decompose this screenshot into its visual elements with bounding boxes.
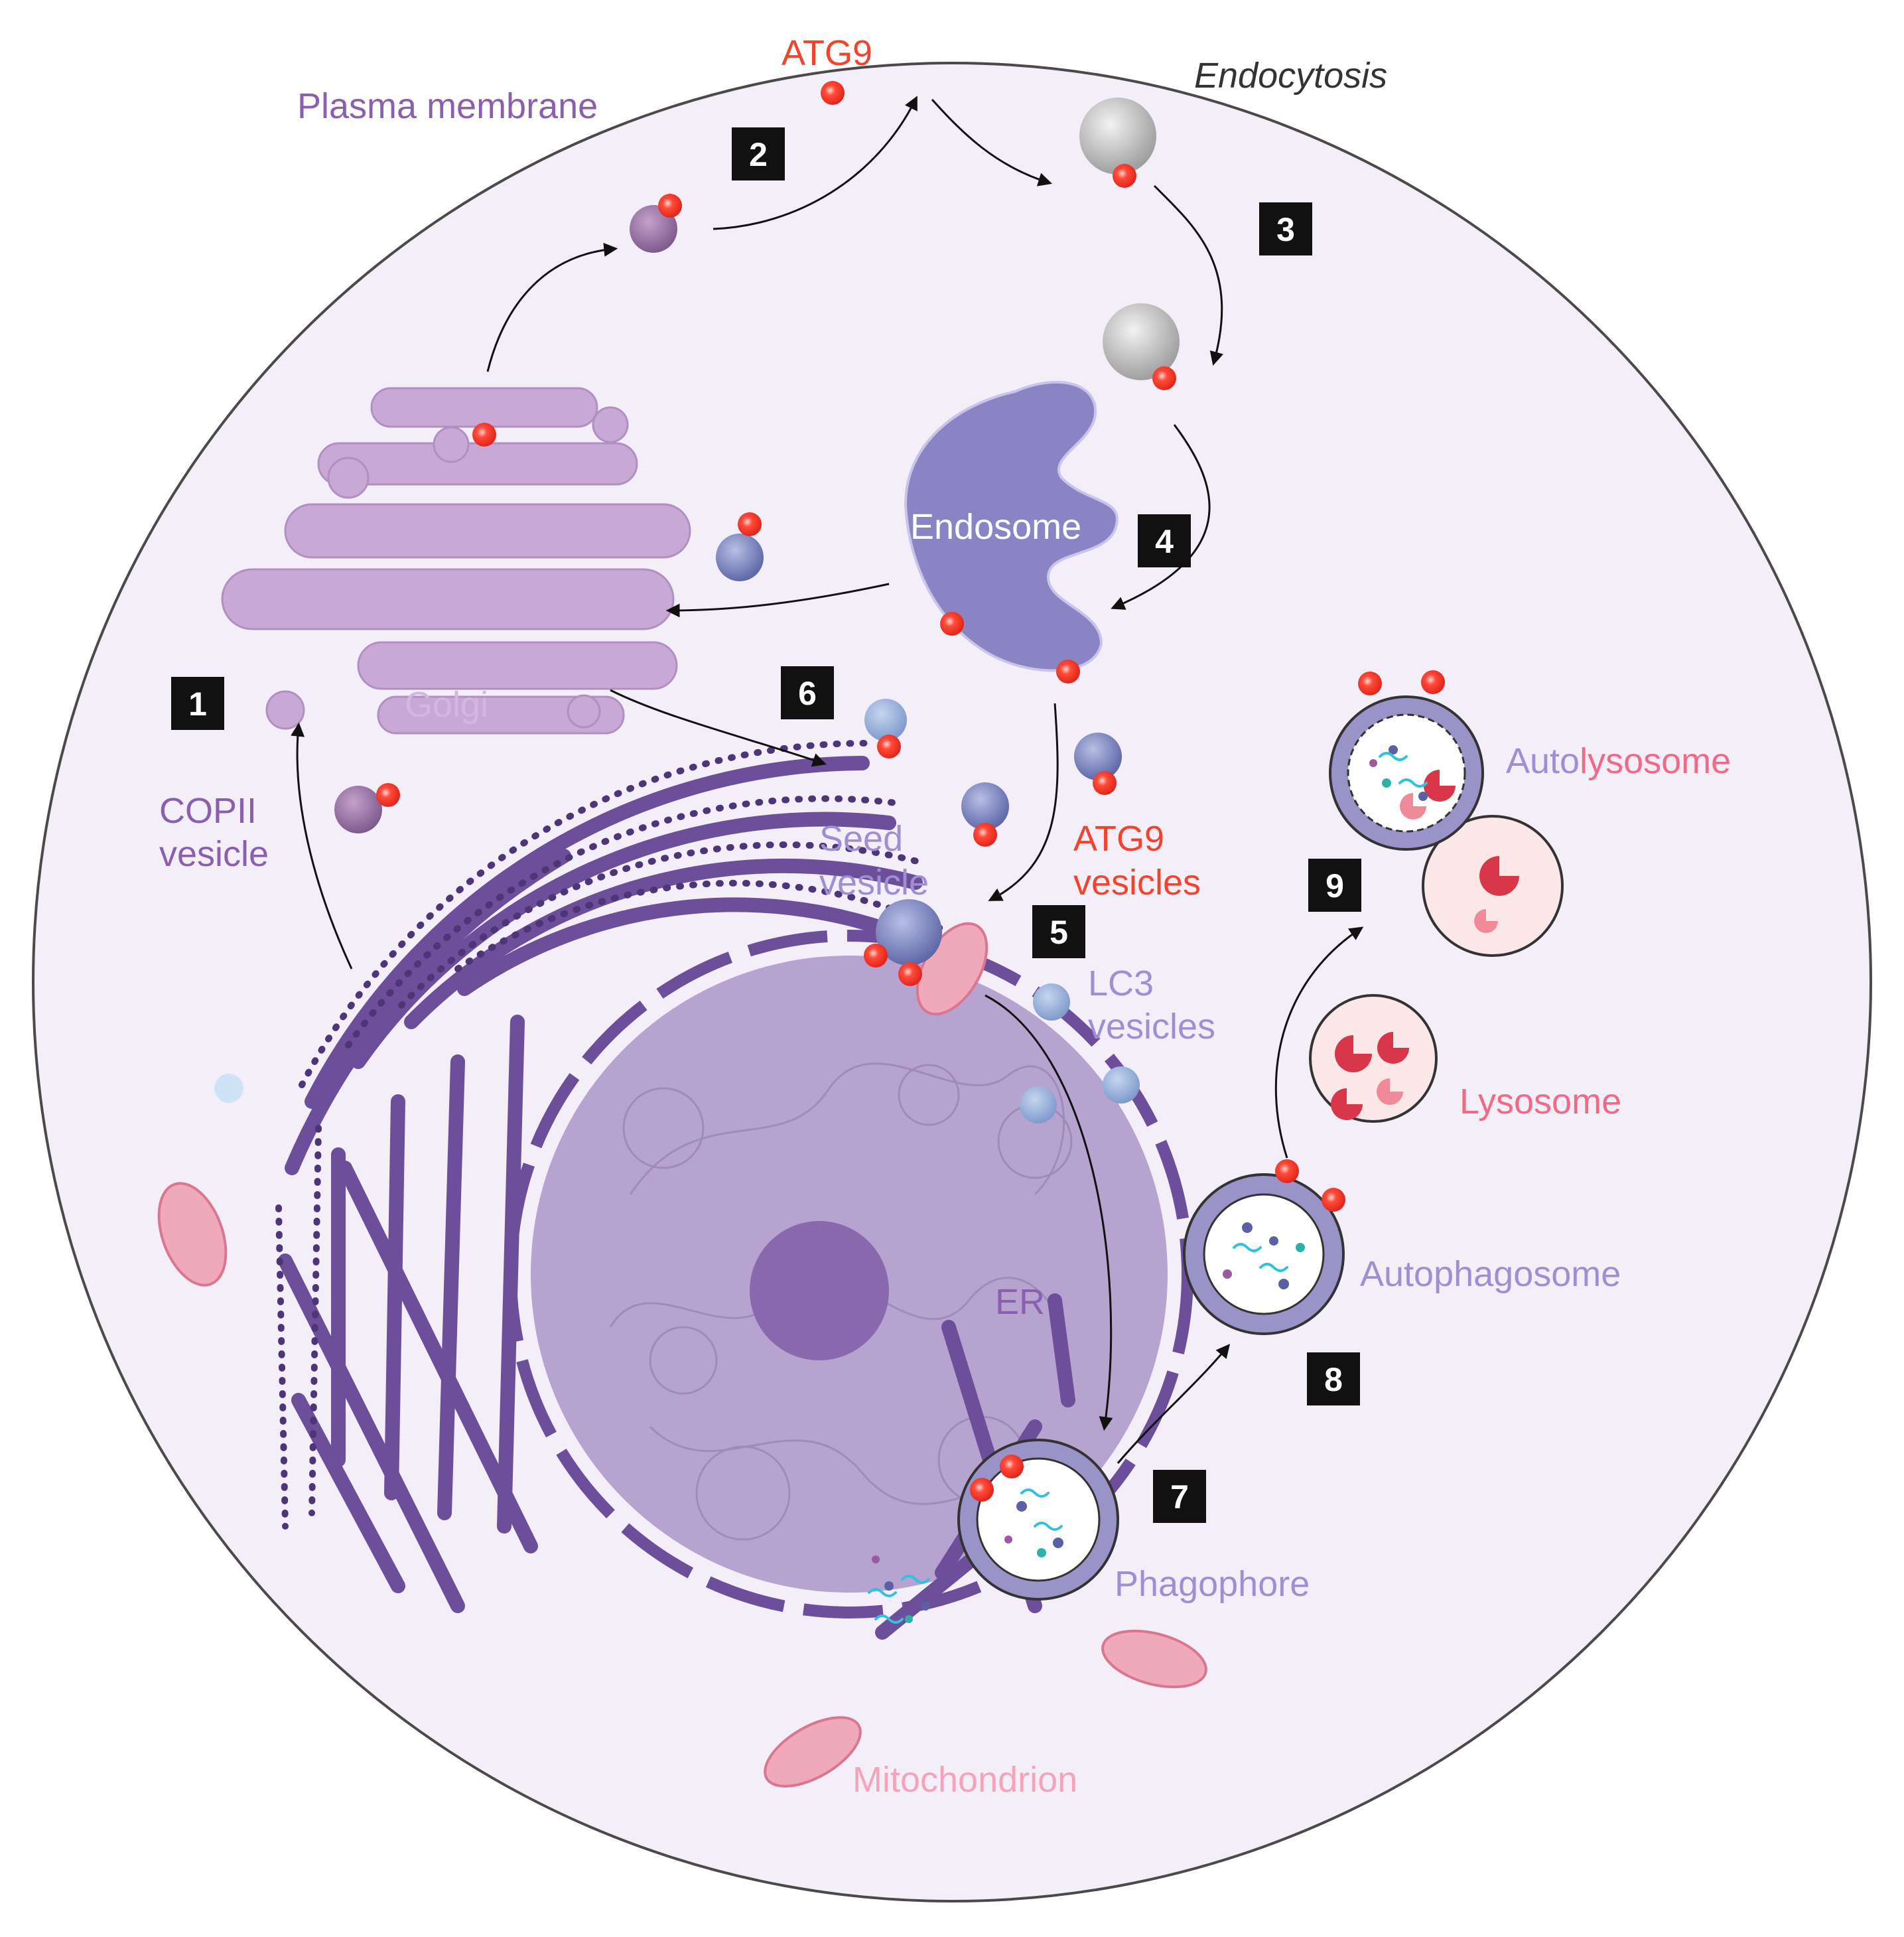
label-mitochondrion: Mitochondrion <box>852 1760 1077 1800</box>
label-golgi: Golgi <box>405 685 488 725</box>
label-endosome: Endosome <box>910 507 1081 547</box>
nucleolus <box>750 1221 889 1360</box>
label-copii-line1: COPII <box>159 791 257 831</box>
step-5: 5 <box>1032 905 1085 958</box>
svg-text:2: 2 <box>749 136 768 173</box>
label-atg9-vesicles-line1: ATG9 <box>1073 819 1164 859</box>
svg-text:5: 5 <box>1050 914 1068 951</box>
lysosomal-enzymes <box>1331 770 1519 1120</box>
step-4: 4 <box>1138 514 1191 567</box>
label-autophagosome: Autophagosome <box>1360 1254 1621 1294</box>
svg-text:9: 9 <box>1326 867 1344 904</box>
label-copii-line2: vesicle <box>159 834 269 874</box>
pathway-arrows <box>291 96 1364 1464</box>
labels: Plasma membrane ATG9 Endocytosis Endosom… <box>159 33 1731 1800</box>
step-2: 2 <box>732 127 785 180</box>
step-7: 7 <box>1153 1470 1206 1523</box>
label-atg9-vesicles-line2: vesicles <box>1073 863 1201 902</box>
step-9: 9 <box>1308 859 1361 912</box>
golgi-apparatus <box>221 387 691 735</box>
label-lc3-line2: vesicles <box>1088 1007 1215 1046</box>
svg-text:4: 4 <box>1155 523 1174 560</box>
svg-text:6: 6 <box>798 675 817 712</box>
lysosome <box>1309 994 1438 1123</box>
atg9-proteins <box>376 81 1445 1502</box>
vesicles <box>214 98 1180 1123</box>
step-1: 1 <box>171 677 224 730</box>
label-atg9: ATG9 <box>782 33 872 73</box>
label-lysosome: Lysosome <box>1460 1082 1621 1121</box>
endosome <box>904 381 1119 672</box>
step-8: 8 <box>1307 1352 1360 1405</box>
ribosomes <box>275 739 945 1530</box>
label-er: ER <box>995 1282 1045 1322</box>
label-endocytosis: Endocytosis <box>1194 56 1387 96</box>
cargo-particles <box>868 745 1428 1624</box>
label-phagophore: Phagophore <box>1115 1564 1310 1604</box>
svg-text:3: 3 <box>1276 211 1295 248</box>
step-3: 3 <box>1259 202 1312 255</box>
step-6: 6 <box>781 666 834 719</box>
label-plasma-membrane: Plasma membrane <box>297 86 598 126</box>
mitochondria <box>157 922 1207 1788</box>
label-seed-line2: vesicle <box>819 863 929 902</box>
svg-text:1: 1 <box>188 685 207 723</box>
step-boxes: 1 2 3 4 5 6 7 8 9 <box>171 127 1361 1523</box>
label-seed-line1: Seed <box>819 819 903 859</box>
svg-text:7: 7 <box>1170 1478 1189 1516</box>
label-autolysosome: Autolysosome <box>1506 741 1731 781</box>
label-lc3-line1: LC3 <box>1088 964 1154 1003</box>
svg-text:8: 8 <box>1324 1361 1343 1398</box>
